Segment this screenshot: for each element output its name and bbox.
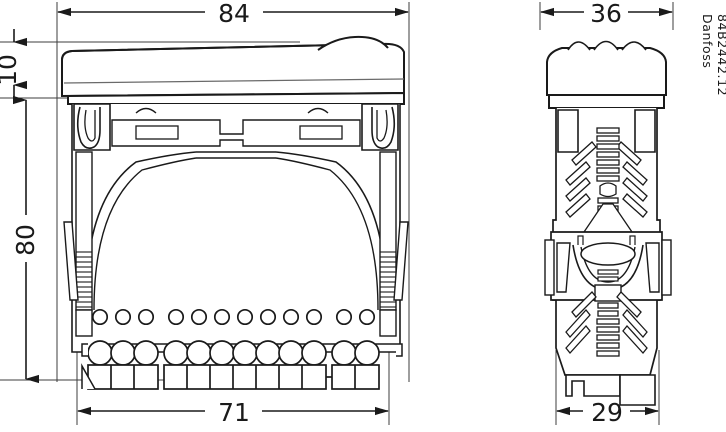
dome bbox=[593, 40, 619, 51]
screw-hole bbox=[167, 308, 185, 326]
dimension-label-10: 10 bbox=[0, 54, 22, 86]
screw-hole bbox=[259, 308, 277, 326]
terminal-group-1 bbox=[87, 364, 159, 390]
screw-hole bbox=[305, 308, 323, 326]
side-upper-shoulders bbox=[557, 109, 656, 153]
dimension-side-base-width: 29 bbox=[556, 398, 659, 427]
screw-hole bbox=[137, 308, 155, 326]
side-dome-row bbox=[567, 40, 647, 51]
side-cover-skirt bbox=[548, 94, 665, 109]
side-view bbox=[544, 40, 672, 406]
front-left-foot-mark bbox=[81, 363, 96, 390]
front-terminal-barrels bbox=[87, 340, 380, 366]
screw-hole bbox=[114, 308, 132, 326]
front-center-recess bbox=[111, 107, 361, 147]
front-top-cover bbox=[61, 35, 405, 98]
side-top-cover bbox=[546, 40, 667, 96]
front-rail-right bbox=[379, 151, 409, 337]
front-rail-left bbox=[63, 151, 93, 337]
front-strip-end-stubs bbox=[81, 343, 403, 357]
dimension-label-71: 71 bbox=[218, 398, 250, 427]
front-screw-hole-row bbox=[91, 308, 376, 326]
screw-hole bbox=[236, 308, 254, 326]
side-vent-ribs-lower-right bbox=[616, 291, 648, 355]
dimension-label-84: 84 bbox=[218, 0, 250, 28]
front-terminal-blocks bbox=[87, 364, 380, 390]
dimension-label-29: 29 bbox=[591, 398, 623, 427]
screw-hole bbox=[190, 308, 208, 326]
screw-hole bbox=[91, 308, 109, 326]
front-cover-skirt bbox=[67, 91, 405, 105]
brand-stamp: Danfoss 84B2442.12 bbox=[700, 14, 726, 96]
side-vent-ribs-upper-left bbox=[565, 141, 597, 218]
dome bbox=[567, 41, 591, 51]
screw-hole bbox=[282, 308, 300, 326]
dimension-body-height: 80 bbox=[11, 95, 40, 384]
side-center-ladder-lower bbox=[596, 302, 620, 357]
side-vent-ribs-lower-left bbox=[565, 291, 597, 355]
brand-name: Danfoss bbox=[700, 14, 715, 68]
dimension-label-36: 36 bbox=[590, 0, 622, 28]
side-mid-band bbox=[544, 231, 672, 302]
screw-hole bbox=[213, 308, 231, 326]
dome bbox=[621, 41, 647, 51]
front-view bbox=[61, 35, 409, 390]
screw-hole bbox=[335, 308, 353, 326]
dimension-top-height: 10 bbox=[0, 29, 27, 98]
front-mounting-clip-left bbox=[73, 103, 111, 151]
front-mounting-clip-right bbox=[361, 103, 399, 151]
side-bottom-terminals bbox=[565, 374, 656, 406]
dimension-front-base-width: 71 bbox=[77, 398, 389, 427]
drawing-number: 84B2442.12 bbox=[715, 14, 726, 96]
dimension-front-width: 84 bbox=[57, 0, 409, 28]
dimension-side-width: 36 bbox=[540, 0, 673, 28]
dimension-label-80: 80 bbox=[11, 224, 40, 256]
screw-hole bbox=[358, 308, 376, 326]
side-center-ladder-upper bbox=[582, 127, 634, 233]
